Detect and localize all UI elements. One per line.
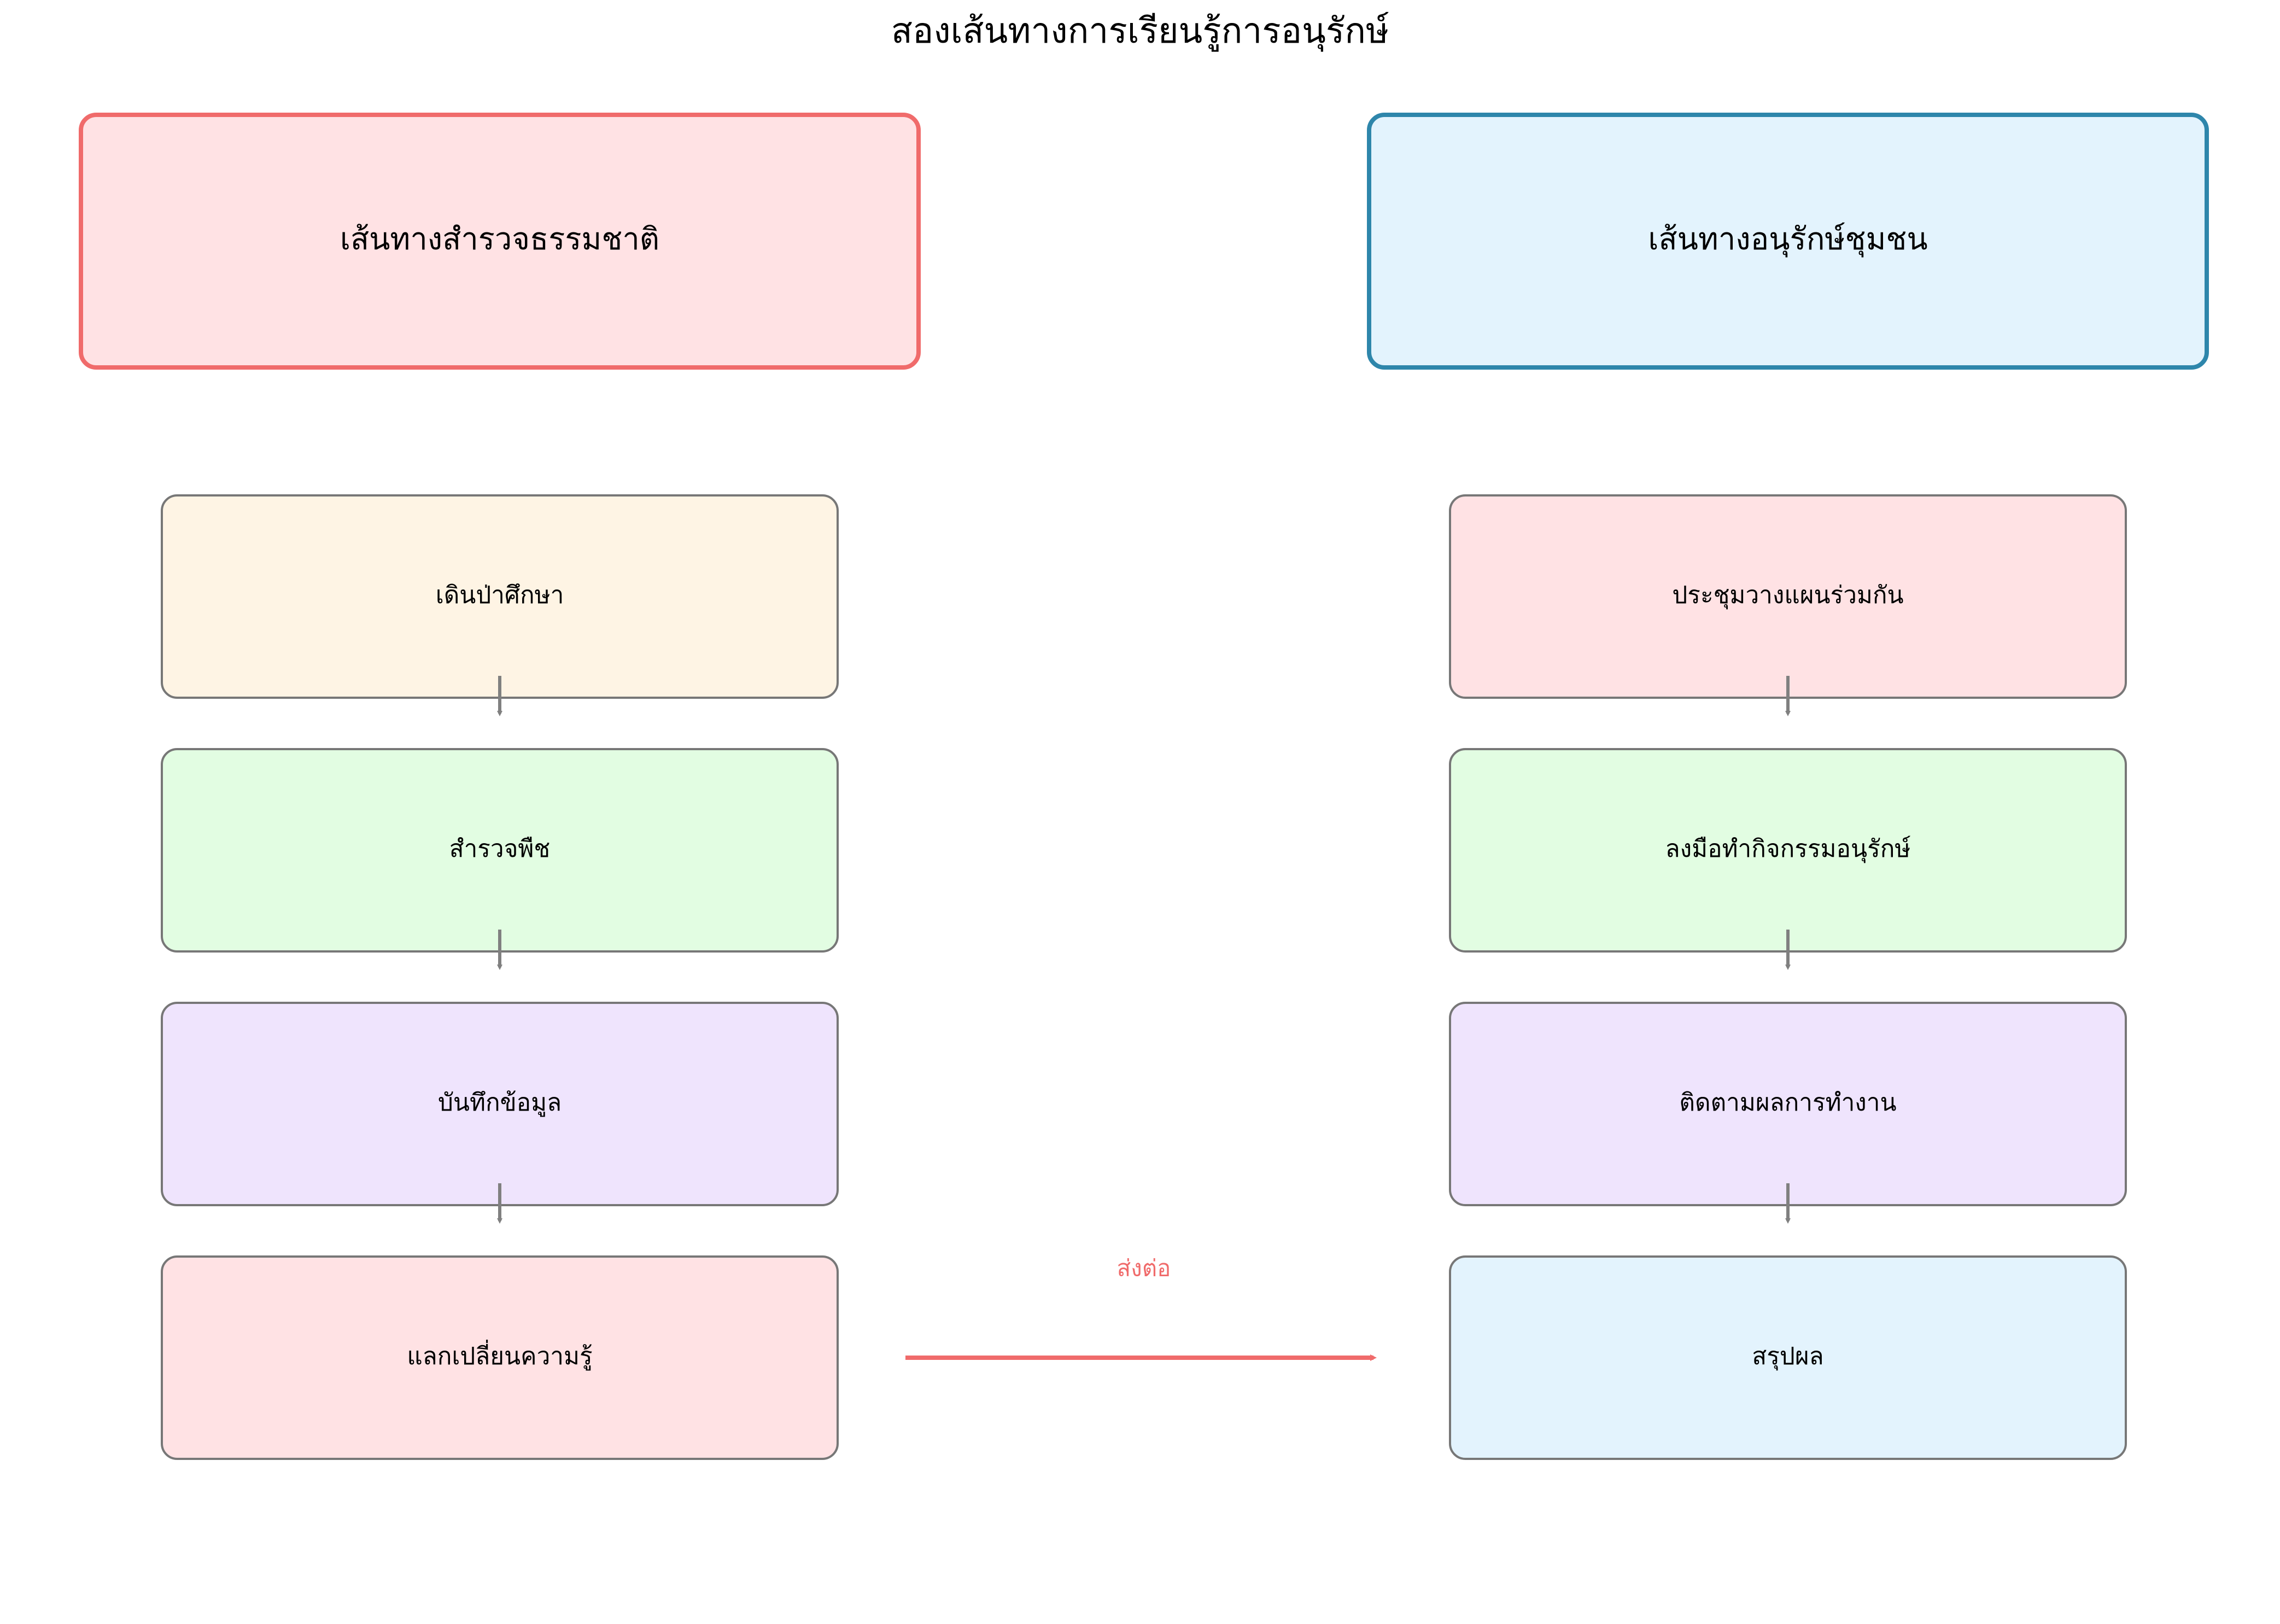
left-node-2: สำรวจพืช [161,748,839,953]
right-node-1-label: ประชุมวางแผนร่วมกัน [1672,581,1903,610]
right-node-4-box [1449,1255,2127,1460]
left-header-label: เส้นทางสำรวจธรรมชาติ [340,221,659,257]
left-node-4: แลกเปลี่ยนความรู้ [161,1255,839,1460]
right-header-label: เส้นทางอนุรักษ์ชุมชน [1648,221,1927,258]
left-node-2-label: สำรวจพืช [449,835,551,863]
right-header-box [1367,113,2209,370]
right-node-3: ติดตามผลการทำงาน [1449,1002,2127,1206]
cross-link-label: ส่งต่อ [1117,1255,1171,1282]
right-node-4-label: สรุปผล [1752,1342,1823,1371]
right-node-2-label: ลงมือทำกิจกรรมอนุรักษ์ [1665,835,1911,863]
right-node-4: สรุปผล [1449,1255,2127,1460]
left-node-3-label: บันทึกข้อมูล [438,1089,562,1117]
left-node-1: เดินป่าศึกษา [161,494,839,699]
left-node-4-label: แลกเปลี่ยนความรู้ [407,1339,592,1371]
left-node-4-box [161,1255,839,1460]
left-node-1-label: เดินป่าศึกษา [436,581,564,609]
right-node-3-label: ติดตามผลการทำงาน [1679,1089,1896,1117]
diagram-title: สองเส้นทางการเรียนรู้การอนุรักษ์ [891,11,1389,52]
right-node-1: ประชุมวางแผนร่วมกัน [1449,494,2127,699]
right-node-2: ลงมือทำกิจกรรมอนุรักษ์ [1449,748,2127,953]
left-node-3: บันทึกข้อมูล [161,1002,839,1206]
left-header-box [79,113,921,370]
